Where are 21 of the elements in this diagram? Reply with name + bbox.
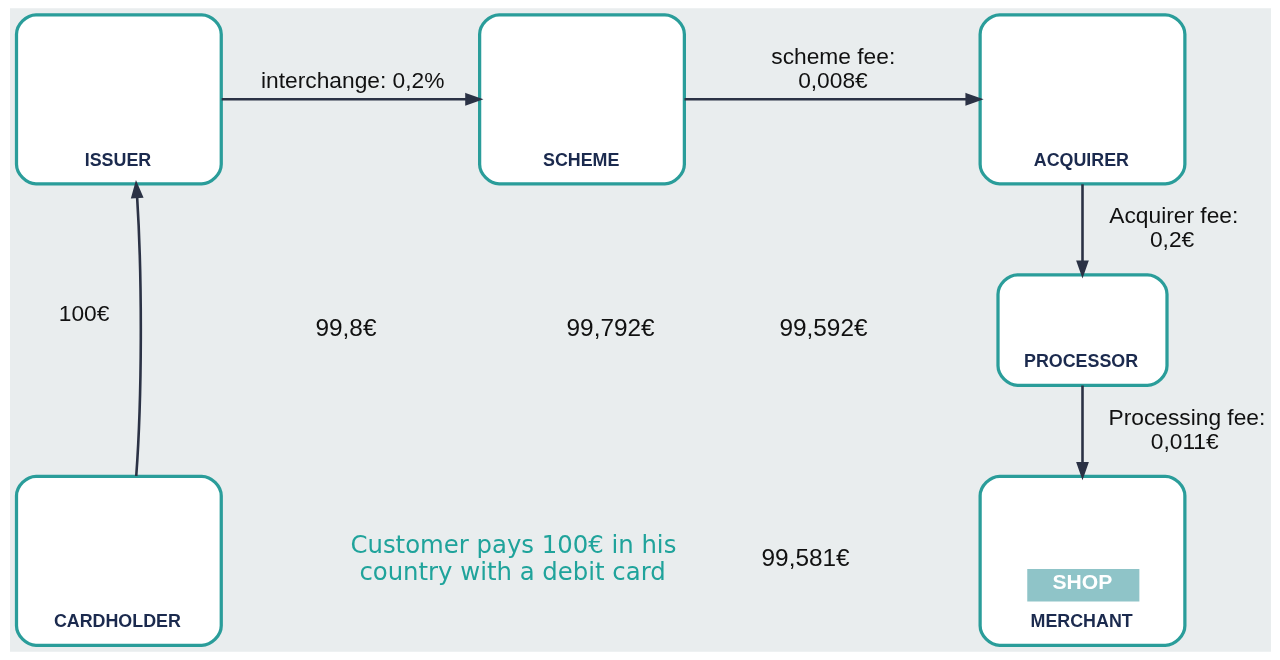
node-box: SCHEME xyxy=(477,13,686,186)
edge-label: 100€ xyxy=(58,300,109,327)
edge-label: interchange: 0,2% xyxy=(260,67,444,94)
label: 99,792€ xyxy=(566,313,655,341)
node-box: ISSUER xyxy=(14,13,223,186)
node-box: ACQUIRER xyxy=(978,13,1186,186)
node-box: PROCESSOR xyxy=(995,273,1169,387)
edge-label: scheme fee: 0,008€ xyxy=(770,42,895,94)
label: Customer pays 100€ in his country with a debit card xyxy=(349,529,676,587)
edge-label: Acquirer fee: 0,2€ xyxy=(1108,202,1238,253)
node-box: SHOP MERCHANT xyxy=(978,474,1186,647)
arrow xyxy=(1075,184,1089,279)
node-box: CARDHOLDER xyxy=(14,474,223,647)
arrow xyxy=(221,92,483,106)
label: 99,592€ xyxy=(778,313,867,341)
edge-label: Processing fee: 0,011€ xyxy=(1108,403,1265,454)
arrow xyxy=(684,92,984,106)
label: 99,8€ xyxy=(315,313,376,341)
arrow xyxy=(130,179,144,477)
arrow xyxy=(1075,385,1089,481)
label: 99,581€ xyxy=(761,544,850,572)
